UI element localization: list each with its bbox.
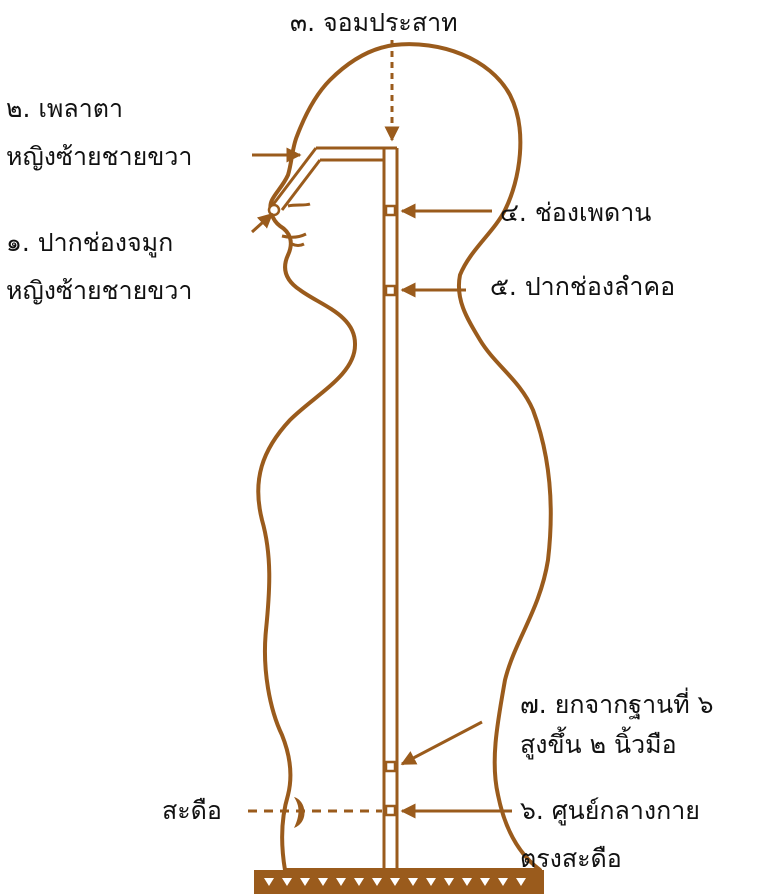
label-point6-line1: ๖. ศูนย์กลางกาย (520, 796, 700, 826)
label-point2-line2: หญิงซ้ายชายขวา (6, 142, 192, 172)
point-7-marker (386, 762, 395, 771)
nose-bar-outer (272, 148, 316, 206)
label-point1-line1: ๑. ปากช่องจมูก (6, 228, 173, 258)
arrow-point1 (252, 214, 272, 232)
nostril-detail (288, 204, 310, 206)
point-4-marker (386, 206, 395, 215)
label-point7-line2: สูงขึ้น ๒ นิ้วมือ (520, 730, 677, 760)
arrow-point7 (402, 722, 482, 764)
navel-mark (294, 797, 305, 828)
point-6-marker (386, 806, 395, 815)
mouth-detail (282, 234, 306, 246)
label-navel: สะดือ (162, 796, 222, 826)
label-point1-line2: หญิงซ้ายชายขวา (6, 276, 192, 306)
label-point6-line2: ตรงสะดือ (520, 844, 622, 874)
point-5-marker (386, 286, 395, 295)
label-point7-line1: ๗. ยกจากฐานที่ ๖ (520, 690, 714, 720)
label-point4: ๔. ช่องเพดาน (500, 198, 651, 228)
label-point2-line1: ๒. เพลาตา (6, 94, 123, 124)
label-point3: ๓. จอมประสาท (290, 8, 458, 38)
label-point5: ๕. ปากช่องลำคอ (490, 272, 675, 302)
